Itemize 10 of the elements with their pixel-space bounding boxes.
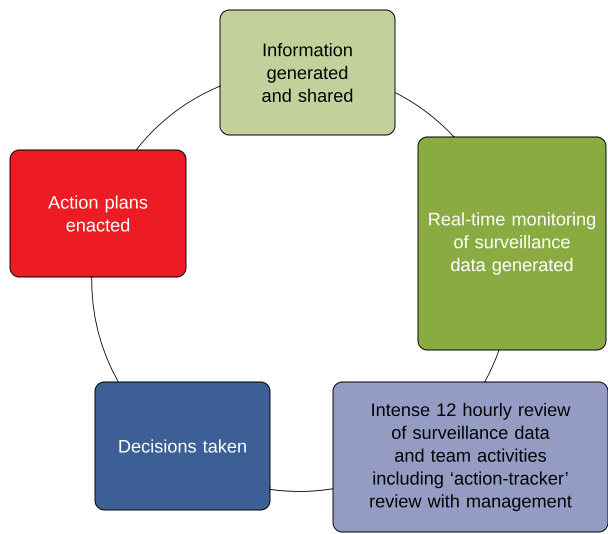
connector-arc — [483, 350, 500, 383]
connector-arc — [90, 276, 118, 382]
connector-arc — [395, 92, 456, 138]
process-box: Intense 12 hourly review of surveillance data and team activities including ‘action-tracker’ review with management — [332, 382, 608, 532]
process-box: Information generated and shared — [220, 10, 396, 136]
connector-arc — [136, 85, 222, 150]
process-box: Decisions taken — [94, 382, 270, 510]
process-box: Action plans enacted — [10, 150, 186, 278]
connector-arc — [269, 486, 333, 492]
process-box: Real-time monitoring of surveillance data generated — [418, 136, 606, 350]
